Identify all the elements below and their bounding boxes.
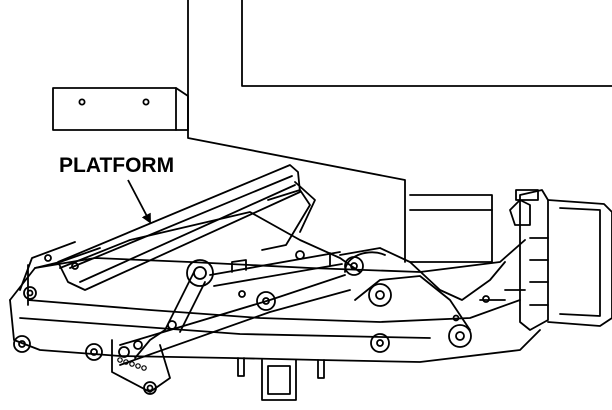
lift-arm xyxy=(339,247,506,331)
rear-housing xyxy=(409,194,493,263)
hydraulic-cylinder xyxy=(209,251,343,287)
platform-callout: PLATFORM xyxy=(59,154,174,224)
hitch-receiver xyxy=(237,357,325,401)
platform-label: PLATFORM xyxy=(59,154,174,177)
vehicle-body-outline xyxy=(187,0,612,263)
adjustment-holes xyxy=(117,357,147,371)
upper-arm xyxy=(19,211,361,306)
pump-motor-unit xyxy=(479,189,612,331)
mounting-bracket xyxy=(52,87,189,131)
linkage-arms xyxy=(111,269,351,393)
pivot-pins xyxy=(13,250,490,395)
folded-platform xyxy=(57,164,316,291)
callout-arrow xyxy=(127,179,151,224)
